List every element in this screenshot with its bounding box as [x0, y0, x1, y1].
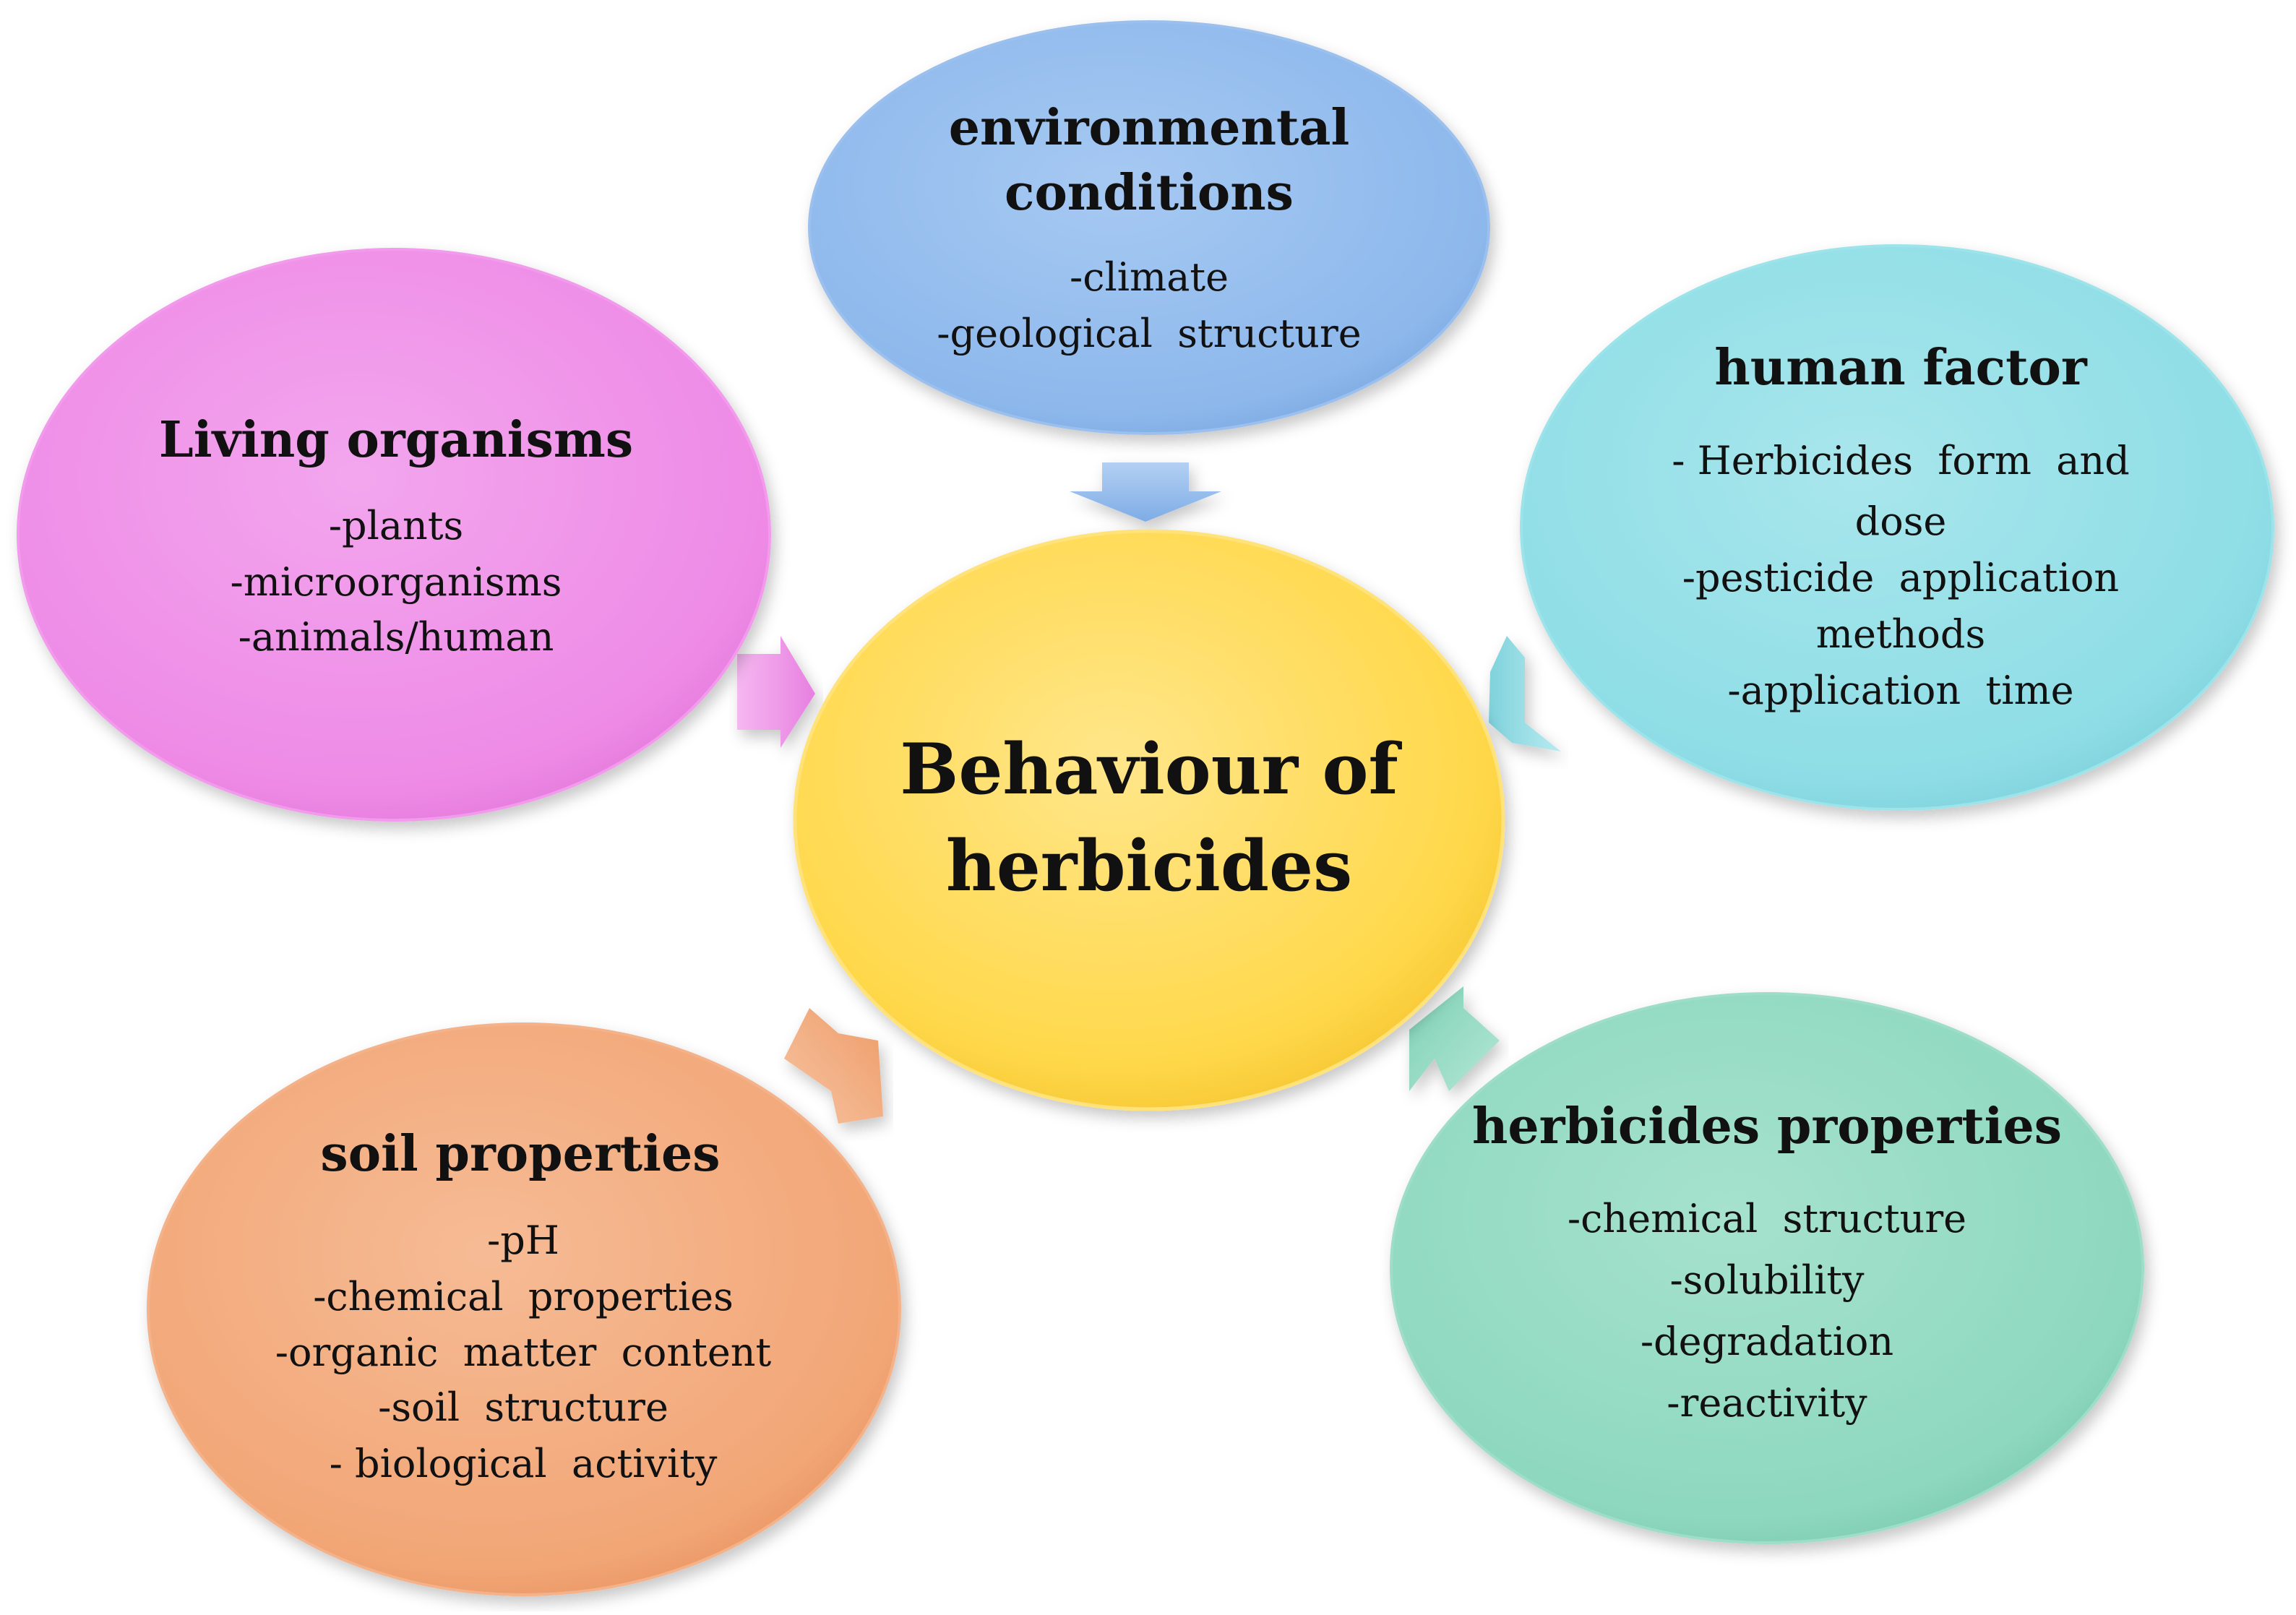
herbprops-item: -degradation — [1641, 1319, 1893, 1364]
living-item: -animals/human — [238, 614, 554, 660]
node-living-organisms: Living organisms -plants -microorganisms… — [17, 248, 771, 822]
living-title: Living organisms — [159, 411, 633, 469]
center-title-line2: herbicides — [946, 825, 1352, 907]
center-title-line1: Behaviour of — [900, 728, 1402, 810]
node-center-behaviour: Behaviour of herbicides — [793, 529, 1505, 1111]
node-soil-properties: soil properties -pH -chemical properties… — [147, 1022, 901, 1596]
arrow-herbprops-to-center — [1409, 986, 1500, 1091]
ellipse-living — [17, 248, 771, 822]
arrow-environmental-to-center — [1070, 462, 1221, 522]
human-item: -application time — [1727, 668, 2073, 713]
human-title: human factor — [1714, 339, 2087, 397]
herbprops-item: -solubility — [1669, 1257, 1865, 1303]
environmental-title-line2: conditions — [1005, 164, 1294, 222]
living-item: -microorganisms — [230, 559, 562, 605]
soil-item: -chemical properties — [313, 1274, 734, 1319]
soil-item: -pH — [487, 1218, 559, 1263]
human-item: methods — [1816, 611, 1985, 657]
human-item: - Herbicides form and — [1672, 438, 2130, 483]
node-human-factor: human factor - Herbicides form and dose … — [1520, 244, 2274, 811]
environmental-item: -climate — [1070, 254, 1229, 300]
arrow-human-to-center — [1489, 636, 1561, 751]
soil-title: soil properties — [320, 1125, 720, 1183]
ellipse-soil — [147, 1022, 901, 1596]
node-environmental-conditions: environmental conditions -climate -geolo… — [808, 20, 1490, 435]
ellipse-center — [793, 529, 1505, 1111]
environmental-item: -geological structure — [937, 311, 1361, 356]
arrow-soil-to-center — [784, 1008, 883, 1124]
human-item: dose — [1855, 499, 1947, 544]
environmental-title-line1: environmental — [949, 99, 1350, 157]
ellipse-human — [1520, 244, 2274, 811]
herbprops-title: herbicides properties — [1472, 1098, 2062, 1155]
soil-item: -soil structure — [378, 1384, 668, 1430]
ellipse-environmental — [808, 20, 1490, 435]
living-item: -plants — [329, 503, 463, 548]
arrow-living-to-center — [737, 636, 815, 748]
soil-item: -organic matter content — [275, 1330, 772, 1375]
node-herbicides-properties: herbicides properties -chemical structur… — [1390, 992, 2144, 1544]
human-item: -pesticide application — [1682, 555, 2119, 600]
soil-item: - biological activity — [330, 1441, 718, 1486]
ellipse-herbprops — [1390, 992, 2144, 1544]
herbprops-item: -chemical structure — [1568, 1196, 1966, 1241]
herbprops-item: -reactivity — [1667, 1380, 1867, 1426]
